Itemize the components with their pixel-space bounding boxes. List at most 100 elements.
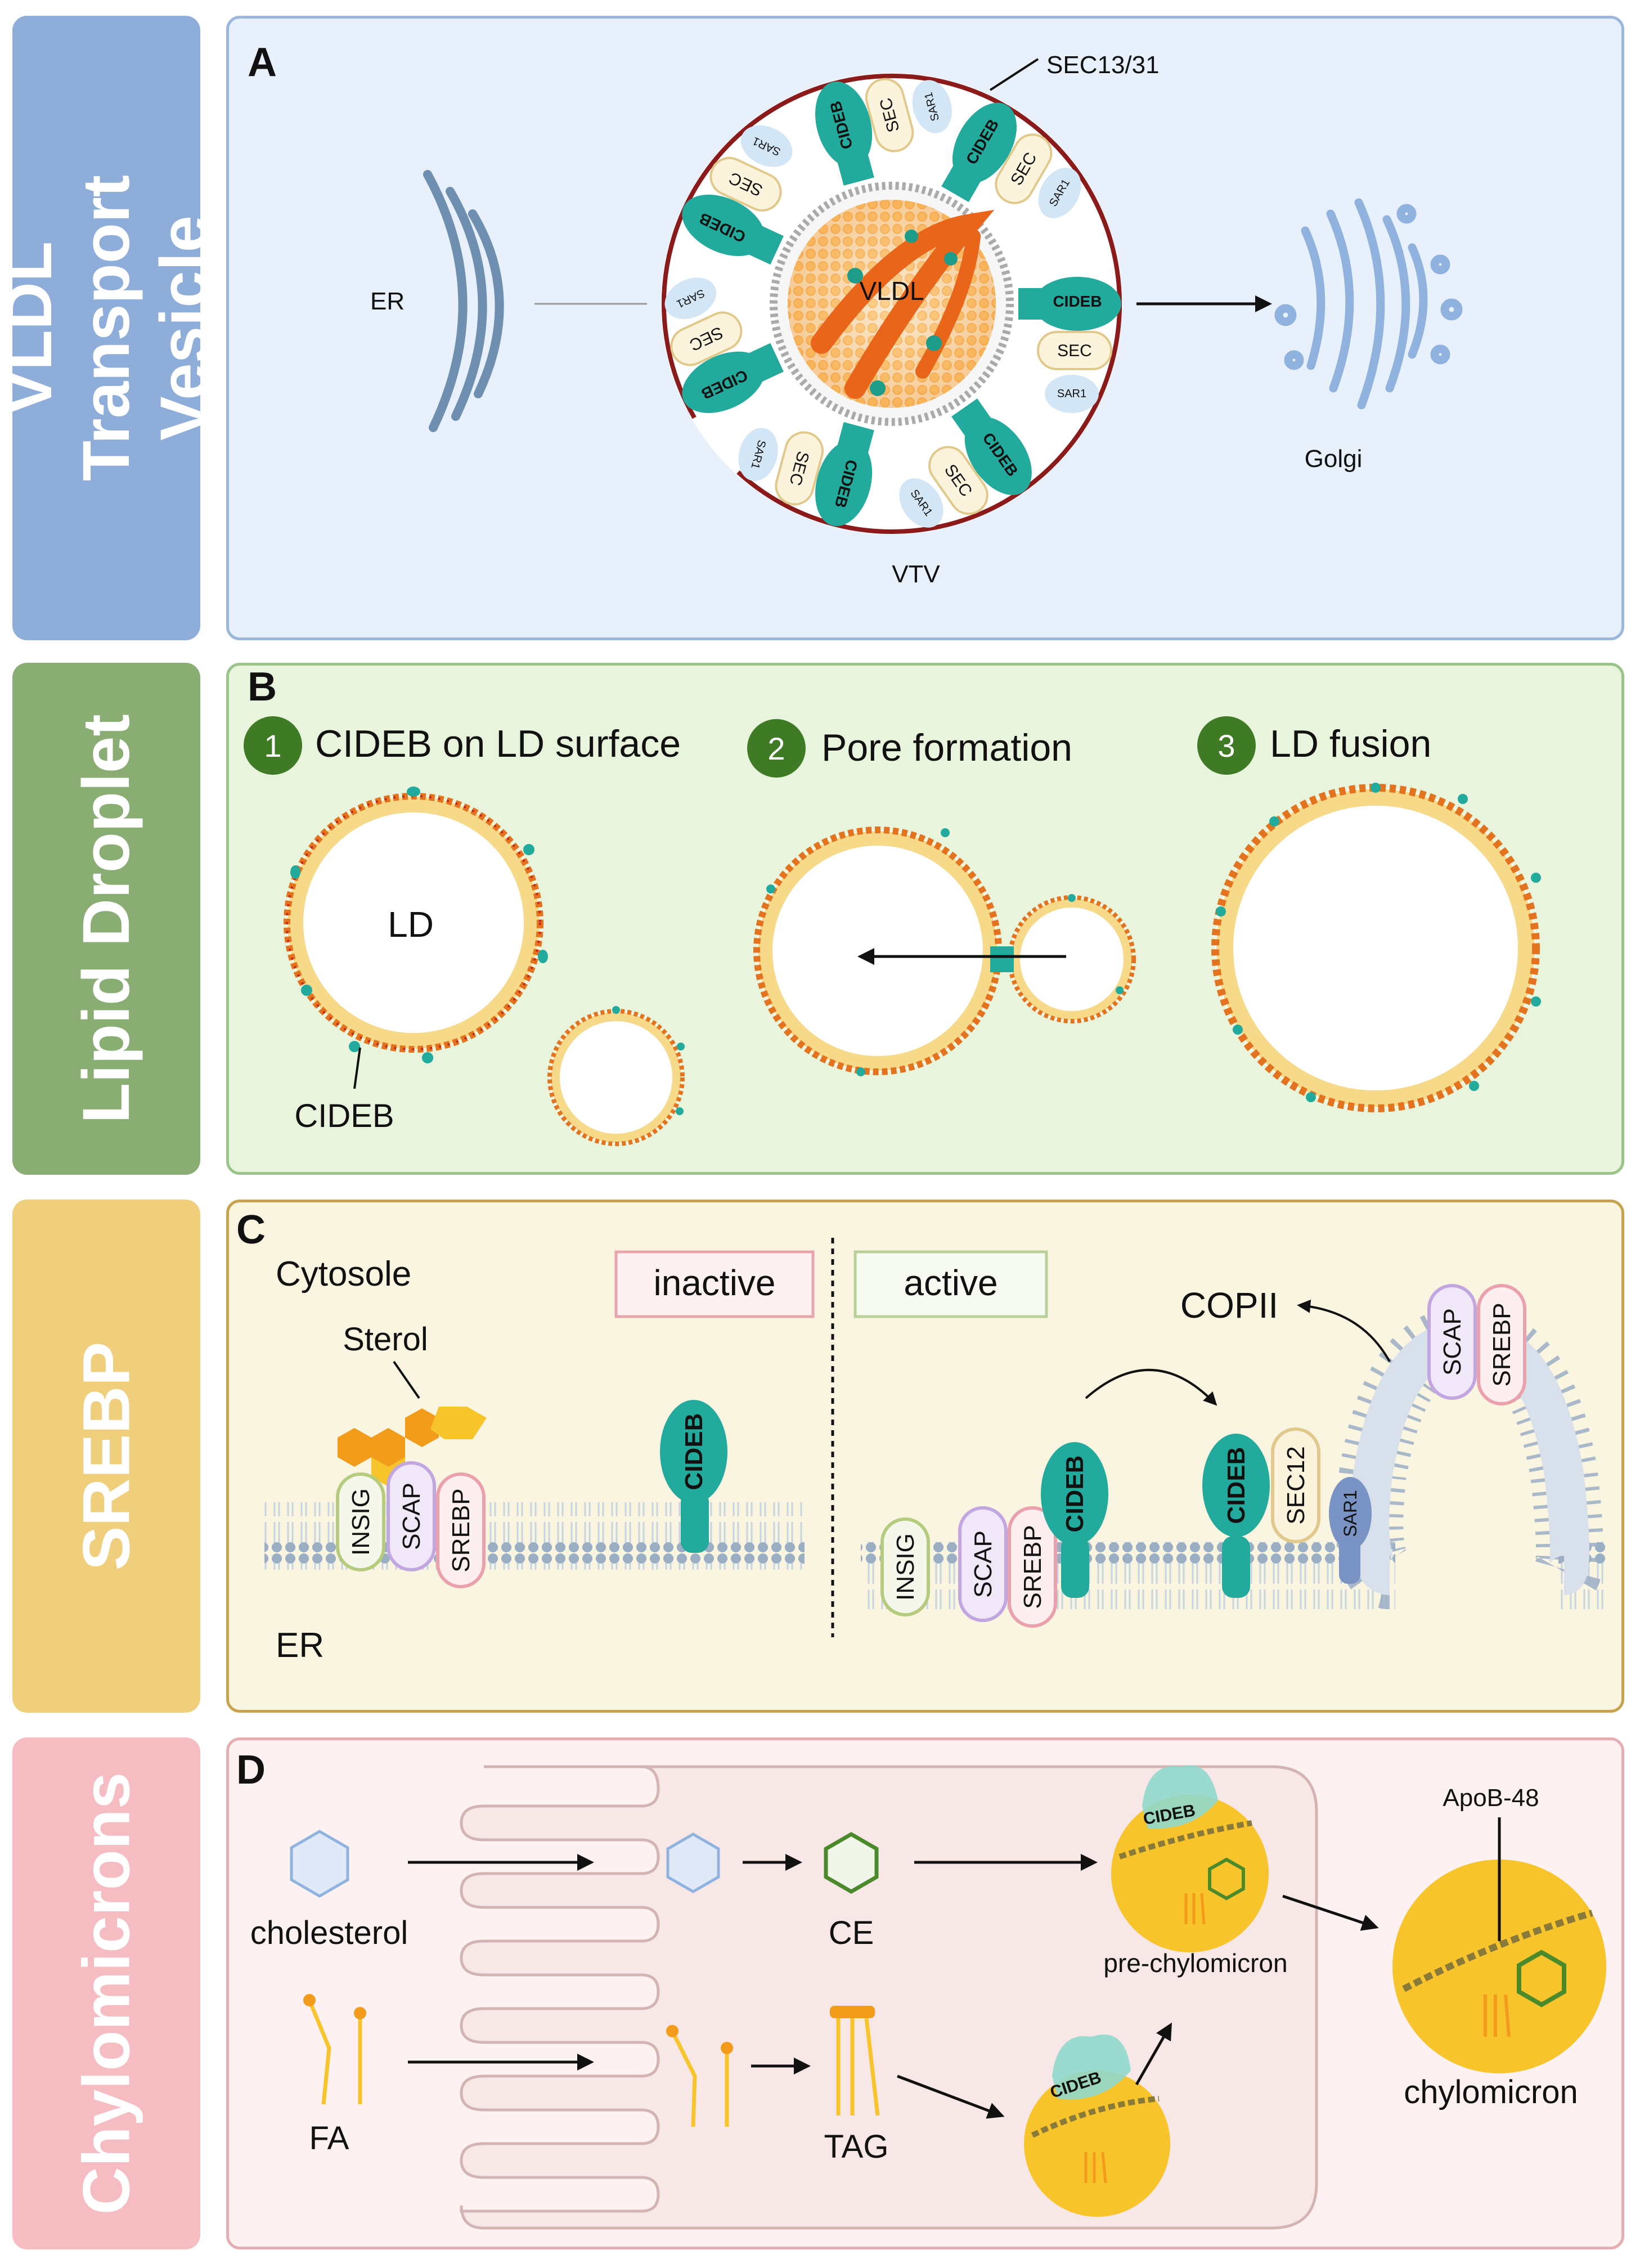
fa-inside-icon xyxy=(670,2030,729,2127)
inactive-label: inactive xyxy=(654,1263,776,1303)
cytosole-label: Cytosole xyxy=(276,1255,411,1294)
svg-text:SREBP: SREBP xyxy=(1488,1303,1516,1386)
er-label-c: ER xyxy=(276,1626,324,1665)
svg-text:Pore formation: Pore formation xyxy=(821,726,1072,769)
lipid-droplet-3 xyxy=(1211,783,1541,1112)
copii-label: COPII xyxy=(1180,1285,1278,1326)
active-box xyxy=(853,1250,1048,1318)
svg-text:CIDEB: CIDEB xyxy=(1061,1456,1089,1533)
vtv-membrane xyxy=(662,74,1122,534)
step-1: 1 CIDEB on LD surface xyxy=(244,716,681,775)
tag-icon xyxy=(830,2006,880,2116)
cideb-move-arrow xyxy=(1085,1369,1217,1406)
ce-label: CE xyxy=(829,1915,874,1951)
scap-left: SCAP xyxy=(387,1461,436,1571)
vldl-label: VLDL xyxy=(859,276,924,306)
sterol-pointer xyxy=(393,1360,420,1399)
fa-label: FA xyxy=(309,2120,349,2157)
pre-chylomicron-label: pre-chylomicron xyxy=(1103,1948,1287,1978)
fa-inside-head-2 xyxy=(721,2042,733,2054)
sec13-31-pointer xyxy=(989,58,1039,91)
sec12-right: SEC12 xyxy=(1271,1427,1320,1543)
lipid-droplet-1 xyxy=(284,787,548,1063)
golgi-label: Golgi xyxy=(1305,445,1363,473)
panel-b-letter: B xyxy=(248,664,277,709)
side-label-chylomicrons: Chylomicrons xyxy=(12,1737,200,2249)
lipid-droplet-small xyxy=(547,1006,685,1146)
ce-icon xyxy=(824,1831,879,1894)
side-label-lipid-droplet: Lipid Droplet xyxy=(12,663,200,1175)
scap-bud: SCAP xyxy=(1427,1284,1477,1400)
svg-text:2: 2 xyxy=(767,731,785,766)
svg-text:3: 3 xyxy=(1217,728,1235,764)
vldl-proteins xyxy=(847,230,958,396)
golgi-organelle xyxy=(1274,198,1463,410)
svg-text:SREBP: SREBP xyxy=(447,1488,475,1572)
er-label: ER xyxy=(370,288,405,315)
sterol-label: Sterol xyxy=(343,1321,428,1358)
svg-text:CIDEB: CIDEB xyxy=(680,1413,708,1490)
fa-icon xyxy=(307,1999,362,2105)
tag-label: TAG xyxy=(824,2128,889,2165)
insig-left: INSIG xyxy=(336,1472,385,1571)
fa-head-2 xyxy=(354,2007,366,2019)
copii-arrow xyxy=(1297,1299,1391,1362)
cideb-label-b: CIDEB xyxy=(294,1098,394,1134)
cideb-left: CIDEB xyxy=(660,1400,727,1553)
apob48-label: ApoB-48 xyxy=(1443,1784,1539,1812)
srebp-right: SREBP xyxy=(1008,1506,1057,1628)
svg-text:CIDEB: CIDEB xyxy=(1053,293,1102,310)
panel-a-letter: A xyxy=(248,40,277,85)
active-label: active xyxy=(904,1263,998,1303)
scap-right: SCAP xyxy=(958,1506,1008,1622)
insig-right: INSIG xyxy=(880,1517,930,1616)
chylomicron-label: chylomicron xyxy=(1404,2074,1578,2110)
svg-text:SAR1: SAR1 xyxy=(1057,388,1086,400)
step-3: 3 LD fusion xyxy=(1197,716,1431,775)
fa-head-1 xyxy=(303,1994,316,2006)
cideb-pointer-b xyxy=(353,1047,361,1089)
svg-text:SCAP: SCAP xyxy=(1439,1308,1466,1376)
panel-d-letter: D xyxy=(236,1748,266,1793)
svg-text:SCAP: SCAP xyxy=(969,1530,997,1598)
srebp-left: SREBP xyxy=(436,1472,486,1588)
srebp-bud: SREBP xyxy=(1477,1284,1526,1405)
apob-strand-2 xyxy=(915,229,981,379)
cholesterol-inside-icon xyxy=(666,1833,720,1893)
svg-text:SCAP: SCAP xyxy=(398,1483,425,1550)
er-membrane-right xyxy=(861,1542,1395,1609)
pre-chylomicron-particle: CIDEB xyxy=(1111,1765,1269,1952)
apob-strand xyxy=(811,209,995,399)
lipid-particle-lower: CIDEB xyxy=(1024,2035,1170,2217)
svg-text:SREBP: SREBP xyxy=(1019,1525,1046,1609)
ld-label: LD xyxy=(388,904,434,945)
side-label-srebp: SREBP xyxy=(12,1200,200,1713)
svg-text:CIDEB on LD surface: CIDEB on LD surface xyxy=(315,722,681,765)
svg-text:SEC12: SEC12 xyxy=(1282,1446,1310,1524)
er-organelle xyxy=(423,170,504,432)
inactive-box xyxy=(614,1250,815,1318)
svg-text:SEC: SEC xyxy=(1057,342,1092,360)
cideb-right-1: CIDEB xyxy=(1041,1442,1108,1598)
cholesterol-label: cholesterol xyxy=(250,1915,408,1951)
svg-text:CIDEB: CIDEB xyxy=(1223,1447,1250,1524)
cideb-right-2: CIDEB xyxy=(1202,1434,1270,1598)
step-2: 2 Pore formation xyxy=(747,719,1072,778)
side-label-vldl: VLDL Transport Vesicle xyxy=(0,16,221,640)
svg-text:LD fusion: LD fusion xyxy=(1270,722,1431,765)
panel-c-letter: C xyxy=(236,1207,266,1252)
fa-inside-head-1 xyxy=(666,2025,679,2037)
sec13-31-label: SEC13/31 xyxy=(1046,51,1160,79)
svg-text:INSIG: INSIG xyxy=(347,1488,375,1556)
svg-text:SAR1: SAR1 xyxy=(1340,1490,1360,1537)
lower-to-pre-arrow xyxy=(1135,2022,1172,2086)
vtv-label: VTV xyxy=(892,560,940,588)
svg-text:INSIG: INSIG xyxy=(892,1533,919,1601)
sar1-right: SAR1 xyxy=(1329,1477,1372,1584)
chylomicron-particle xyxy=(1392,1860,1606,2073)
vtv-complexes: CIDEB SEC SAR1 CIDEB SEC SAR1 CIDEB SEC … xyxy=(664,78,1121,528)
tag-arrow xyxy=(897,2074,1005,2119)
svg-text:1: 1 xyxy=(264,728,281,764)
lipid-droplet-2 xyxy=(753,827,1136,1076)
